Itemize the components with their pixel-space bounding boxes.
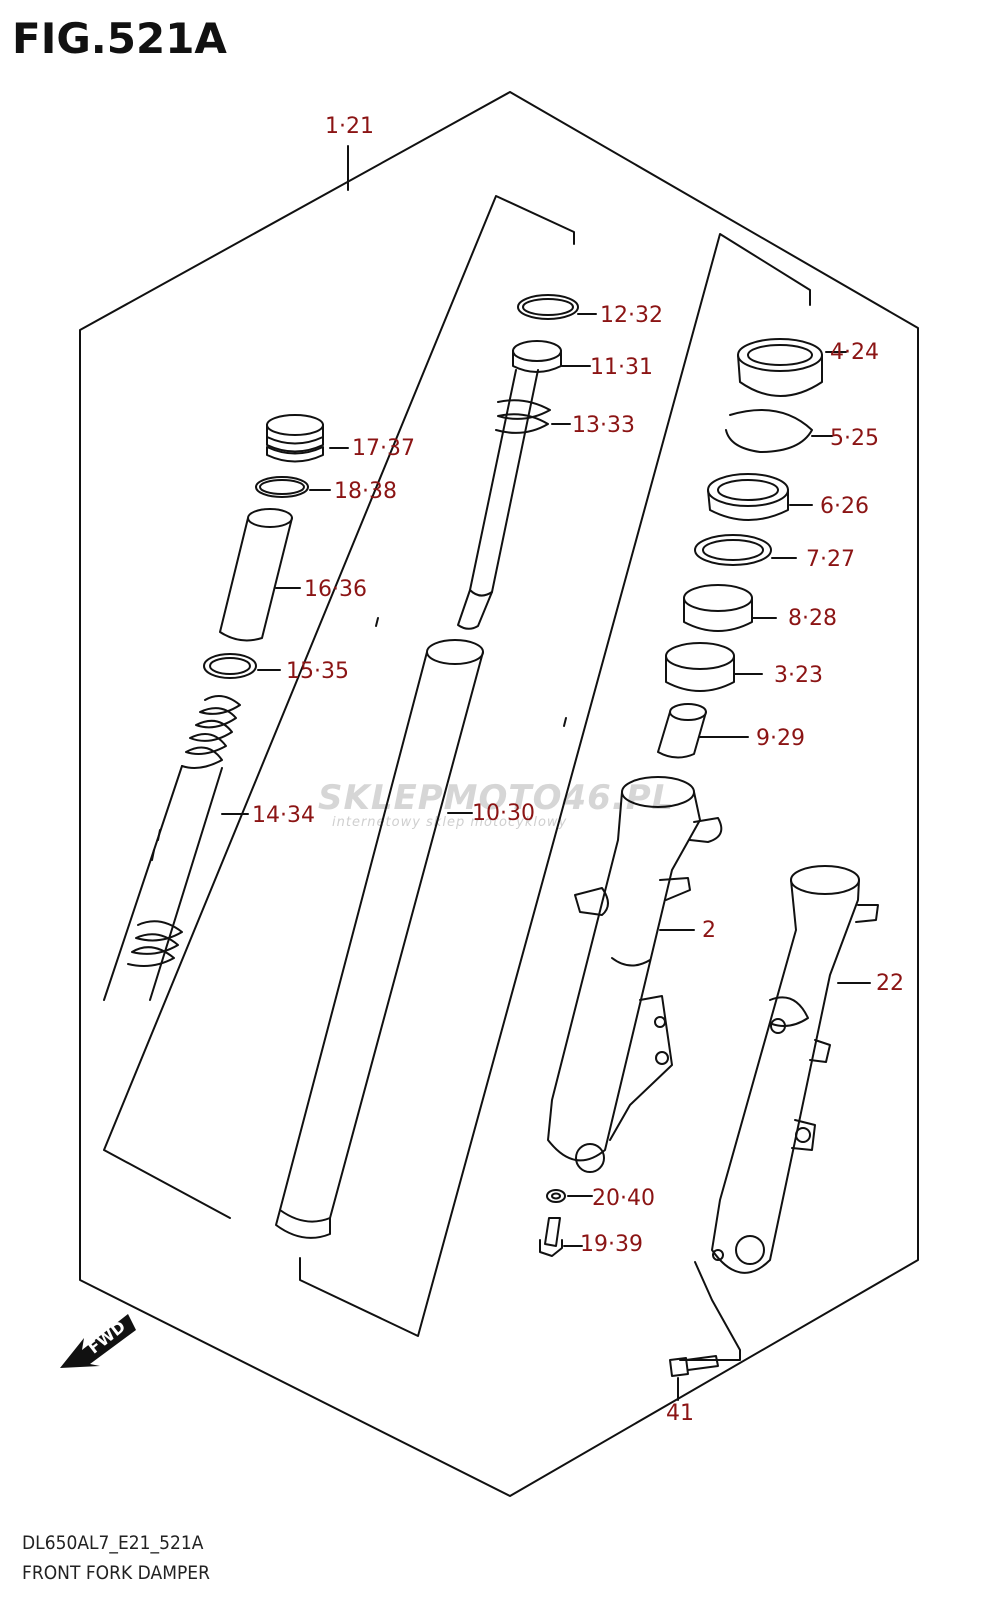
callout-11-31: 11·31 — [590, 355, 653, 380]
assembly-outline — [79, 91, 919, 1497]
figure-title: FIG.521A — [12, 14, 227, 63]
inner-tube-part — [275, 639, 484, 1239]
retaining-clip-part — [725, 409, 833, 453]
callout-10-30: 10·30 — [472, 801, 535, 826]
outer-tube-right-part — [711, 865, 879, 1274]
callout-8-28: 8·28 — [788, 606, 837, 631]
oil-seal-part — [737, 338, 847, 397]
seal-washer-part — [694, 534, 797, 566]
callout-5-25: 5·25 — [830, 426, 879, 451]
callout-7-27: 7·27 — [806, 547, 855, 572]
callout-15-35: 15·35 — [286, 659, 349, 684]
washer-part — [203, 653, 281, 679]
oil-lock-collar-part — [657, 703, 749, 759]
break-mark — [563, 717, 567, 727]
figure-caption: FRONT FORK DAMPER — [22, 1562, 211, 1584]
callout-12-32: 12·32 — [600, 303, 663, 328]
watermark-tagline: internetowy sklep motocyklowy — [332, 815, 568, 830]
cap-bolt-part — [266, 414, 349, 463]
break-mark — [151, 849, 155, 861]
group-bracket-right — [679, 1261, 741, 1361]
ring-part-12 — [517, 294, 597, 320]
o-ring-part — [255, 476, 331, 498]
callout-22: 22 — [876, 971, 904, 996]
callout-1-21: 1·21 — [325, 114, 374, 139]
spacer-part — [219, 508, 301, 642]
callout-20-40: 20·40 — [592, 1186, 655, 1211]
callout-17-37: 17·37 — [352, 436, 415, 461]
outer-tube-left-part — [547, 776, 723, 1173]
break-mark — [157, 829, 161, 841]
callout-labels: 1·21 12·32 11·31 13·33 17·37 18·38 16·36… — [252, 114, 904, 1426]
watermark-logo: SKLEPMOTO46.PL — [318, 778, 675, 818]
slide-bushing-part — [665, 642, 763, 692]
callout-16-36: 16·36 — [304, 577, 367, 602]
callout-9-29: 9·29 — [756, 726, 805, 751]
damper-rod-part — [457, 340, 591, 630]
callout-2: 2 — [702, 918, 716, 943]
callout-18-38: 18·38 — [334, 479, 397, 504]
callout-41: 41 — [666, 1401, 694, 1426]
break-mark — [375, 617, 379, 627]
callout-14-34: 14·34 — [252, 803, 315, 828]
pinch-bolt-part — [669, 1355, 719, 1401]
group-bracket-middle-lower — [299, 233, 811, 1337]
model-code: DL650AL7_E21_521A — [22, 1532, 204, 1554]
group-bracket-middle — [103, 195, 575, 1219]
callout-13-33: 13·33 — [572, 413, 635, 438]
callout-3-23: 3·23 — [774, 663, 823, 688]
callout-4-24: 4·24 — [830, 340, 879, 365]
fwd-arrow-icon — [60, 1314, 136, 1368]
callout-19-39: 19·39 — [580, 1232, 643, 1257]
guide-bushing-part — [683, 584, 777, 632]
damper-bolt-part — [539, 1217, 583, 1257]
gasket-part — [546, 1189, 593, 1203]
dust-seal-part — [707, 473, 813, 521]
callout-6-26: 6·26 — [820, 494, 869, 519]
fork-spring-part — [103, 695, 249, 1001]
